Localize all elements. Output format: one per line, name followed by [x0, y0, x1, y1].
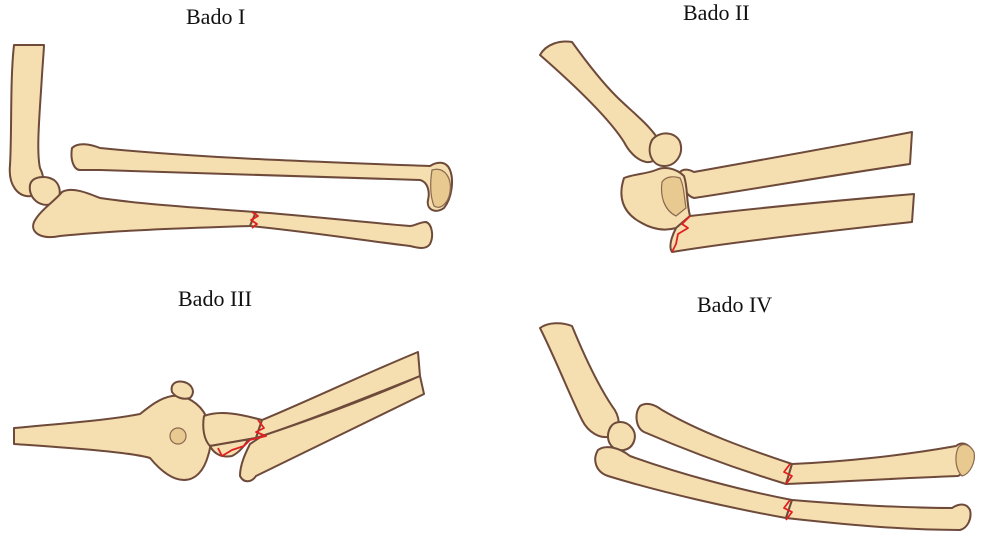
bado-ii-title: Bado II — [683, 0, 750, 25]
bado-i-radius-tip — [430, 168, 451, 208]
bado-i-radial-head — [28, 176, 61, 206]
bado-iii-fracture-line — [217, 419, 267, 457]
bado-iv-ulna-fracture — [783, 499, 793, 521]
bado-ii-humerus — [539, 40, 661, 164]
bado-iii-radial-head — [209, 437, 257, 458]
bado-iv-radius-distal — [785, 442, 975, 485]
bado-ii-fracture-line — [671, 215, 691, 253]
bado-ii-radius — [679, 131, 913, 199]
bado-ii-condyle — [648, 132, 682, 167]
bado-iv-radius-tip — [955, 443, 975, 477]
bado-i-title: Bado I — [186, 4, 246, 29]
bado-i-diagram — [8, 44, 453, 249]
bado-i-fracture-line — [250, 211, 259, 229]
bado-i-humerus — [8, 44, 45, 198]
bado-iv-radius-fracture — [783, 463, 793, 485]
bado-i-radius — [70, 143, 453, 212]
bado-ii-olecranon-shade — [660, 176, 687, 217]
bado-iii-title: Bado III — [178, 286, 252, 311]
bado-iii-ulna — [239, 375, 425, 483]
bado-iv-humerus — [539, 322, 620, 438]
bado-iii-diagram — [13, 351, 425, 483]
bado-i-ulna-distal — [249, 211, 434, 249]
bado-iii-humerus-fossa — [169, 427, 187, 445]
bado-ii-ulna-distal — [669, 193, 915, 253]
bado-iv-diagram — [539, 322, 975, 531]
bado-iii-humeral-head — [170, 380, 194, 400]
bado-iv-condyle — [606, 421, 636, 452]
bado-ii-diagram — [539, 40, 915, 253]
bado-iv-ulna-distal — [785, 499, 972, 531]
bado-iv-title: Bado IV — [697, 292, 773, 317]
bado-i-ulna-proximal — [32, 188, 257, 238]
